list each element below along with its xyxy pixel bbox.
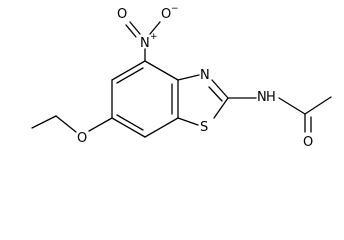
acetamide-group: N H O: [227, 90, 332, 150]
bond-c7-c6: [111, 117, 146, 138]
molecule-diagram: O N + O − N S N H O O: [31, 4, 332, 150]
bond-ch2-ch3: [31, 115, 57, 129]
bond-n-o-left-inner: [125, 24, 137, 38]
nitro-group: O N + O −: [117, 4, 179, 62]
bond-c4-c3a: [144, 60, 179, 81]
charge-plus: +: [150, 32, 158, 42]
bond-c2-s1: [213, 97, 229, 119]
charge-minus: −: [171, 4, 179, 14]
atom-o-nitro-right: O: [161, 7, 171, 22]
structure-canvas: O N + O − N S N H O O: [31, 4, 332, 150]
thiazole-ring: [177, 74, 229, 126]
bond-n3-c2-inner: [208, 86, 223, 102]
benzene-ring: [111, 60, 179, 138]
atom-s-ring: S: [200, 120, 208, 135]
bond-c3a-n3: [177, 74, 200, 81]
bond-c6-o: [88, 117, 113, 132]
atom-n-nitro: N: [140, 36, 150, 51]
atom-h-amide: H: [266, 90, 276, 105]
bond-carbonyl-methyl: [304, 96, 332, 115]
atom-o-carbonyl: O: [303, 135, 313, 150]
atom-o-ether: O: [77, 131, 87, 146]
bond-c5-c4-inner: [116, 67, 144, 84]
bond-o-ch2: [55, 115, 77, 133]
bond-c7a-c7: [144, 117, 179, 138]
atom-n-amide: N: [257, 90, 267, 105]
bond-nh-carbonyl: [278, 97, 306, 115]
bond-n-o-right: [149, 21, 161, 35]
atom-o-nitro-left: O: [117, 7, 127, 22]
bond-s1-c7a: [177, 117, 199, 126]
bond-n-o-left: [129, 21, 141, 35]
atom-n-ring: N: [200, 68, 210, 83]
bond-n3-c2: [211, 79, 229, 99]
bond-c5-c4: [111, 60, 146, 81]
ethoxy-group: O: [31, 115, 113, 146]
bond-c7-c6-inner: [116, 114, 144, 131]
